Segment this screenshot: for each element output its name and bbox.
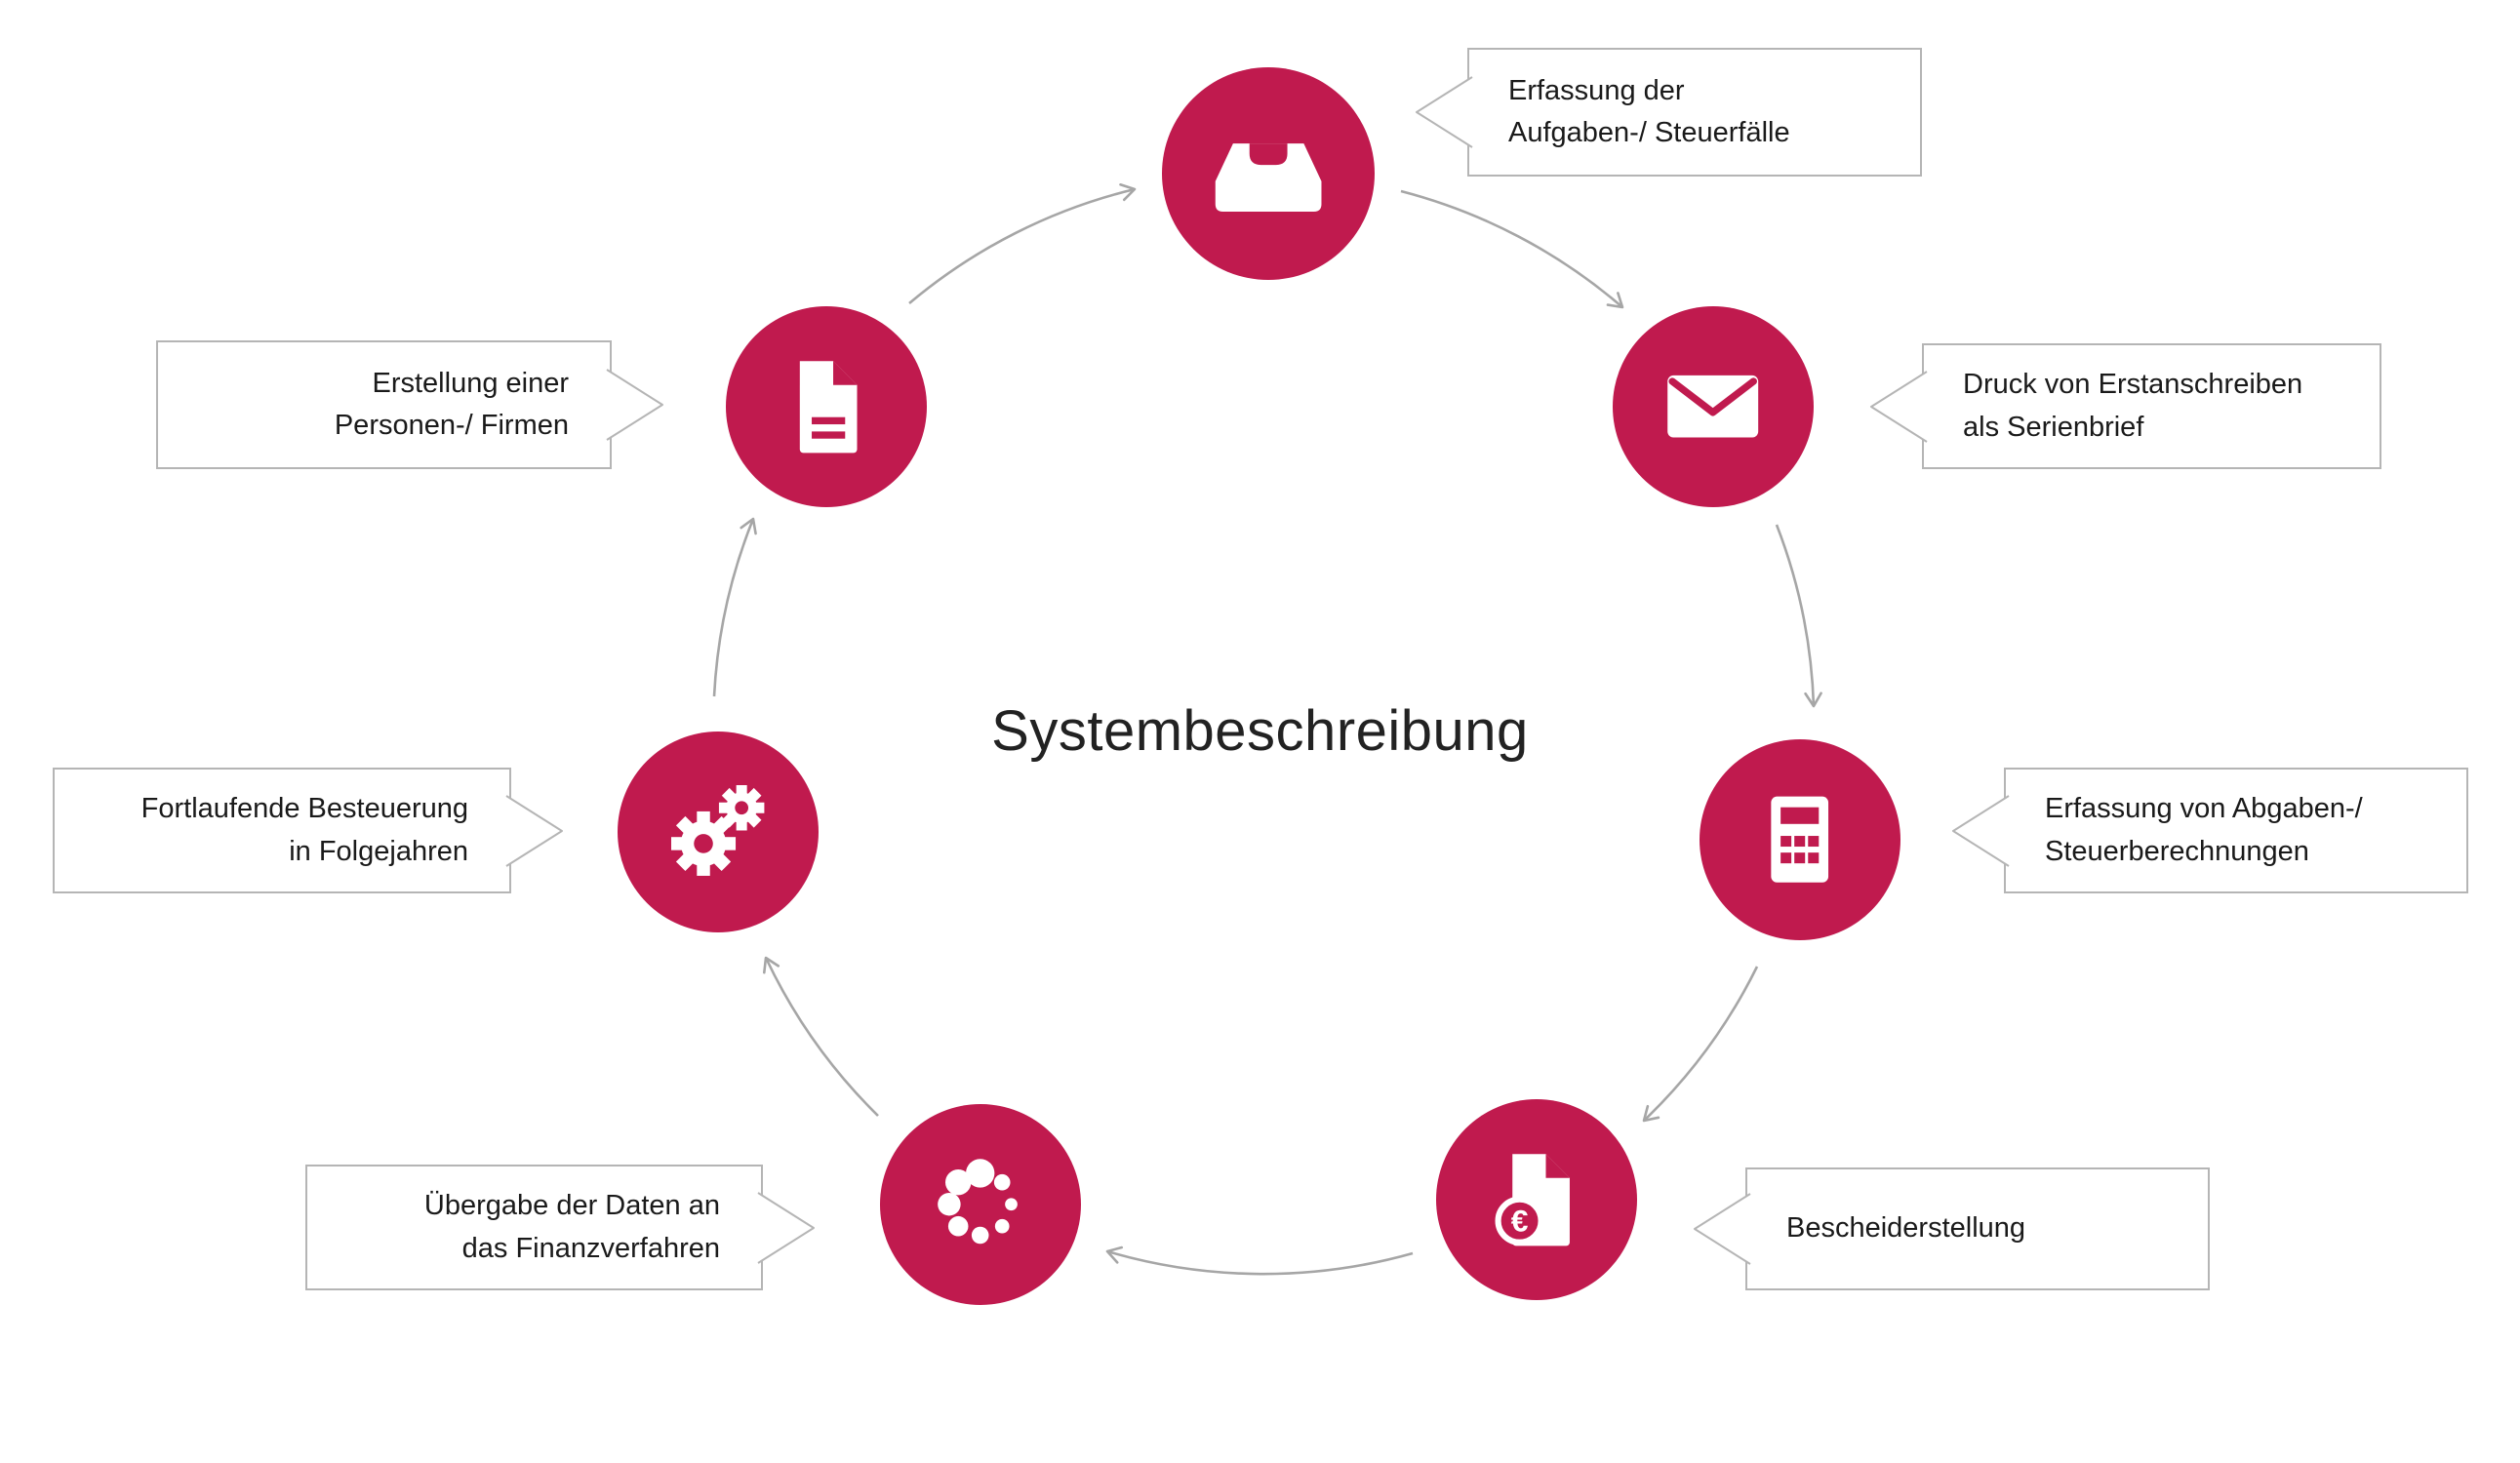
arrow-fortlaufend-to-erstellung (712, 517, 757, 697)
callout-label: Fortlaufende Besteuerung (140, 793, 468, 824)
arrow-erstellung-to-erfassung (908, 182, 1137, 304)
callout-erfassung-abgaben: Erfassung von Abgaben-/ Steuerberechnung… (1952, 768, 2468, 893)
node-fortlaufende-besteuerung (618, 732, 819, 932)
calculator-icon (1771, 796, 1829, 884)
callout-erfassung-aufgaben: Erfassung der Aufgaben-/ Steuerfälle (1416, 48, 1922, 177)
callout-tail (606, 369, 663, 441)
callout-label: Aufgaben-/ Steuerfälle (1508, 117, 1790, 148)
callout-tail (1694, 1193, 1751, 1265)
arrow-bescheid-to-uebergabe (1105, 1246, 1414, 1276)
callout-tail (757, 1191, 815, 1264)
arrow-erfassung-to-druck (1400, 189, 1624, 309)
callout-label: Übergabe der Daten an (423, 1190, 720, 1221)
callout-label: Erfassung der (1508, 74, 1685, 106)
callout-label: Personen-/ Firmen (334, 410, 569, 441)
callout-label: Bescheiderstellung (1786, 1212, 2026, 1245)
callout-label: Erfassung von Abgaben-/ (2045, 793, 2363, 824)
arrow-uebergabe-to-fortlaufend (763, 956, 879, 1117)
node-erfassung-abgaben (1700, 739, 1900, 940)
callout-bescheiderstellung: Bescheiderstellung (1694, 1167, 2210, 1290)
callout-tail (1416, 76, 1473, 148)
node-uebergabe-finanzverfahren (880, 1104, 1081, 1305)
euro-document-icon: € (1495, 1154, 1571, 1246)
callout-fortlaufende-besteuerung: Fortlaufende Besteuerung in Folgejahren (53, 768, 563, 893)
node-erfassung-aufgaben (1162, 67, 1375, 280)
arrow-abgaben-to-bescheid (1642, 966, 1759, 1123)
callout-label: Druck von Erstanschreiben (1963, 369, 2303, 400)
gears-icon (671, 785, 765, 877)
dotted-spinner-icon (938, 1159, 1019, 1245)
node-bescheiderstellung: € (1436, 1099, 1637, 1300)
node-druck-erstanschreiben (1613, 306, 1814, 507)
svg-text:€: € (1511, 1204, 1529, 1239)
node-erstellung-personen (726, 306, 927, 507)
callout-tail (1952, 794, 2010, 867)
inbox-tray-icon (1215, 142, 1322, 212)
callout-label: in Folgejahren (289, 835, 468, 867)
diagram-title: Systembeschreibung (991, 699, 1529, 763)
callout-druck-erstanschreiben: Druck von Erstanschreiben als Serienbrie… (1870, 343, 2381, 469)
callout-uebergabe-finanzverfahren: Übergabe der Daten an das Finanzverfahre… (305, 1165, 815, 1290)
callout-tail (505, 794, 563, 867)
callout-label: Erstellung einer (372, 367, 570, 399)
envelope-icon (1667, 376, 1759, 438)
document-icon (800, 361, 858, 454)
arrow-druck-to-abgaben (1775, 524, 1822, 708)
callout-label: das Finanzverfahren (461, 1232, 720, 1264)
callout-erstellung-personen: Erstellung einer Personen-/ Firmen (156, 340, 663, 469)
callout-label: Steuerberechnungen (2045, 835, 2309, 867)
callout-tail (1870, 370, 1928, 443)
callout-label: als Serienbrief (1963, 411, 2144, 443)
